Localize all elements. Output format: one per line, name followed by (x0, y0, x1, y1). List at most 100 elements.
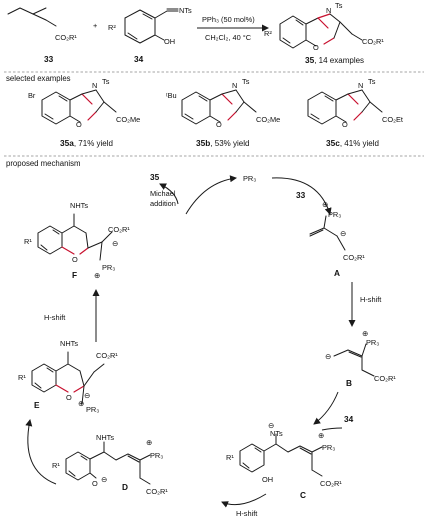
intermediate-a: ⊕ PR₃ ⊖ CO₂R¹ A (309, 200, 365, 278)
product-ester: CO₂R¹ (362, 37, 384, 46)
ex-a-sub: Br (28, 91, 36, 100)
conditions-solvent: CH₂Cl₂, 40 °C (205, 33, 252, 42)
reaction-arrow-top: PPh₃ (50 mol%) CH₂Cl₂, 40 °C (197, 15, 269, 42)
intermediate-c: ⊖ NTs ⊕ PR₃ OH R¹ CO₂R¹ C (226, 421, 342, 500)
e-plus: ⊕ (78, 399, 84, 408)
f-o: O (72, 255, 78, 264)
a-plus: ⊕ (322, 200, 328, 209)
a-ester: CO₂R¹ (343, 253, 365, 262)
b-minus: ⊖ (325, 352, 331, 361)
ex-b-n: N (232, 81, 237, 90)
ex-a-n: N (92, 81, 97, 90)
reagent-33: CO₂R¹ 33 (7, 7, 77, 64)
ex-c-o: O (342, 120, 348, 129)
ex-a-caption: 35a, 71% yield (60, 138, 113, 148)
ex-b-o: O (216, 120, 222, 129)
arrow-d-to-e (25, 419, 57, 485)
hshift-c-d: H-shift (236, 509, 257, 518)
d-ester: CO₂R¹ (146, 487, 168, 496)
a-pr3: PR₃ (328, 210, 341, 219)
f-label: F (72, 270, 77, 280)
e-nhts: NHTs (60, 339, 78, 348)
e-minus: ⊖ (84, 391, 90, 400)
label-33: 33 (44, 54, 54, 64)
intermediate-b: ⊕ PR₃ ⊖ CO₂R¹ B (325, 329, 396, 388)
c-oh: OH (262, 475, 273, 484)
arrow-f-to-catalyst (185, 175, 237, 215)
r2-substituent: R² (108, 23, 116, 32)
e-pr3: PR₃ (86, 405, 99, 414)
c-nts: NTs (270, 429, 283, 438)
imine-nts: NTs (179, 6, 192, 15)
e-label: E (34, 400, 40, 410)
example-35a: N Ts O CO₂Me Br 35a, 71% yield (28, 77, 140, 148)
f-minus: ⊖ (112, 239, 118, 248)
c-pr3: PR₃ (322, 443, 335, 452)
d-pr3: PR₃ (150, 451, 163, 460)
e-o: O (66, 393, 72, 402)
plus-sign: + (93, 21, 97, 30)
c-label: C (300, 490, 306, 500)
ex-b-caption: 35b, 53% yield (196, 138, 249, 148)
label-34: 34 (134, 54, 144, 64)
a-minus: ⊖ (340, 229, 346, 238)
f-ester: CO₂R¹ (108, 225, 130, 234)
d-o: O (92, 479, 98, 488)
michael-word-1: Michael (150, 189, 176, 198)
ex-c-caption: 35c, 41% yield (326, 138, 379, 148)
arrow-c-to-d (221, 493, 267, 508)
e-ester: CO₂R¹ (96, 351, 118, 360)
ex-c-ester: CO₂Et (382, 115, 403, 124)
d-label: D (122, 482, 128, 492)
catalyst-pr3: PR₃ (243, 174, 256, 183)
arrow-34-in (321, 427, 343, 431)
mech-label-33: 33 (296, 190, 306, 200)
c-ester: CO₂R¹ (320, 479, 342, 488)
selected-heading: selected examples (6, 74, 71, 83)
b-label: B (346, 378, 352, 388)
b-pr3: PR₃ (366, 338, 379, 347)
intermediate-e: NHTs CO₂R¹ O ⊖ ⊕ PR₃ R¹ E (18, 339, 118, 414)
hshift-e-f: H-shift (44, 313, 65, 322)
f-pr3: PR₃ (102, 263, 115, 272)
reagent-34: NTs OH R² 34 (108, 6, 192, 64)
mech-label-34: 34 (344, 414, 354, 424)
f-r1: R¹ (24, 237, 32, 246)
example-35b: N Ts O CO₂Me ᵗBu 35b, 53% yield (166, 77, 280, 148)
arrow-release-35 (159, 183, 179, 205)
c-plus: ⊕ (318, 431, 324, 440)
a-label: A (334, 268, 340, 278)
ex-a-ts: Ts (102, 77, 110, 86)
ex-b-sub: ᵗBu (166, 91, 177, 100)
b-ester: CO₂R¹ (374, 374, 396, 383)
reagent-33-ester: CO₂R¹ (55, 33, 77, 42)
ex-b-ts: Ts (242, 77, 250, 86)
product-35: N Ts O CO₂R¹ R² 35, 14 examples (264, 1, 384, 65)
arrow-b-to-c (313, 391, 339, 425)
d-minus: ⊖ (101, 475, 107, 484)
phenol-oh: OH (164, 37, 175, 46)
mech-label-35: 35 (150, 172, 160, 182)
d-r1: R¹ (52, 461, 60, 470)
mechanism-heading: proposed mechanism (6, 159, 81, 168)
f-plus: ⊕ (94, 271, 100, 280)
product-ts: Ts (335, 1, 343, 10)
intermediate-f: NHTs CO₂R¹ ⊖ O PR₃ ⊕ R¹ F (24, 201, 130, 280)
arrow-catalyst-to-a (271, 177, 332, 215)
b-plus: ⊕ (362, 329, 368, 338)
example-35c: N Ts O CO₂Et 35c, 41% yield (307, 77, 403, 148)
c-r1: R¹ (226, 453, 234, 462)
product-r2: R² (264, 29, 272, 38)
ex-c-ts: Ts (368, 77, 376, 86)
hshift-a-b: H-shift (360, 295, 381, 304)
c-minus: ⊖ (268, 421, 274, 430)
ex-c-n: N (358, 81, 363, 90)
michael-word-2: addition (150, 199, 176, 208)
product-o: O (313, 43, 319, 52)
d-plus: ⊕ (146, 438, 152, 447)
conditions-catalyst: PPh₃ (50 mol%) (202, 15, 255, 24)
e-r1: R¹ (18, 373, 26, 382)
ex-b-ester: CO₂Me (256, 115, 280, 124)
